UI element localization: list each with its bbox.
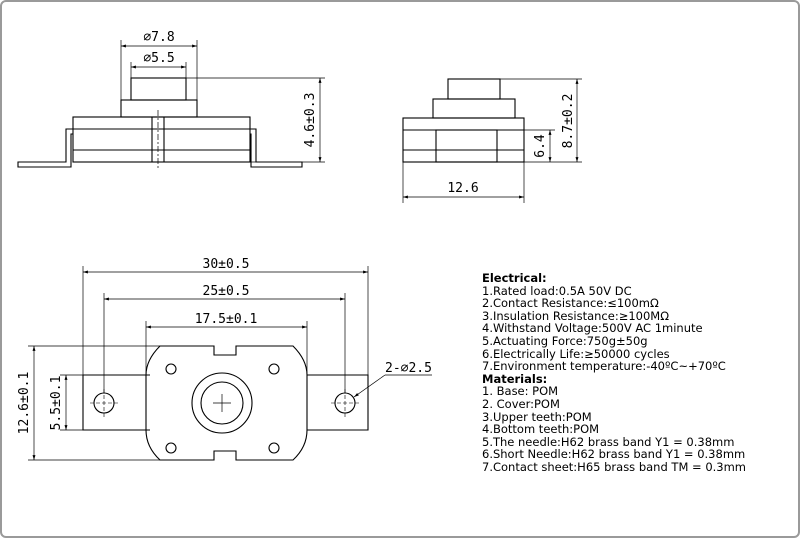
materials-item: 6.Short Needle:H62 brass band Y1 = 0.38m… (482, 447, 746, 462)
electrical-item: 4.Withstand Voltage:500V AC 1minute (482, 321, 703, 336)
dim-height: 4.6±0.3 (303, 93, 318, 148)
electrical-item: 2.Contact Resistance:≤100mΩ (482, 296, 659, 311)
front-view (17, 40, 325, 170)
dim-side-inner-height: 6.4 (533, 134, 548, 158)
materials-item: 5.The needle:H62 brass band Y1 = 0.38mm (482, 434, 735, 449)
dim-body-length: 17.5±0.1 (195, 312, 258, 327)
specifications-panel: Electrical: 1.Rated load:0.5A 50V DC 2.C… (482, 272, 746, 474)
dim-hole-callout: 2-⌀2.5 (385, 361, 432, 376)
electrical-heading: Electrical: (482, 271, 547, 285)
materials-item: 7.Contact sheet:H65 brass band TM = 0.3m… (482, 459, 747, 474)
materials-item: 4.Bottom teeth:POM (482, 422, 600, 437)
electrical-item: 1.Rated load:0.5A 50V DC (482, 283, 632, 298)
electrical-item: 3.Insulation Resistance:≥100MΩ (482, 308, 669, 323)
dim-top-button-inner: ⌀5.5 (143, 51, 174, 66)
side-view (402, 78, 582, 203)
dim-side-width: 12.6 (447, 181, 478, 196)
electrical-item: 7.Environment temperature:-40ºC~+70ºC (482, 359, 726, 374)
dim-tab-width: 5.5±0.1 (49, 376, 64, 431)
electrical-item: 6.Electrically Life:≥50000 cycles (482, 346, 670, 361)
dim-side-total-height: 8.7±0.2 (561, 94, 576, 149)
dim-overall-length: 30±0.5 (203, 257, 250, 272)
dim-top-button-outer: ⌀7.8 (143, 30, 174, 45)
materials-item: 2. Cover:POM (482, 396, 560, 411)
materials-heading: Materials: (482, 371, 548, 386)
dim-overall-width: 12.6±0.1 (17, 372, 32, 435)
materials-item: 3.Upper teeth:POM (482, 409, 592, 424)
electrical-item: 5.Actuating Force:750g±50g (482, 333, 648, 348)
materials-item: 1. Base: POM (482, 384, 559, 399)
dim-hole-spacing: 25±0.5 (203, 284, 250, 299)
plan-view (28, 266, 432, 461)
